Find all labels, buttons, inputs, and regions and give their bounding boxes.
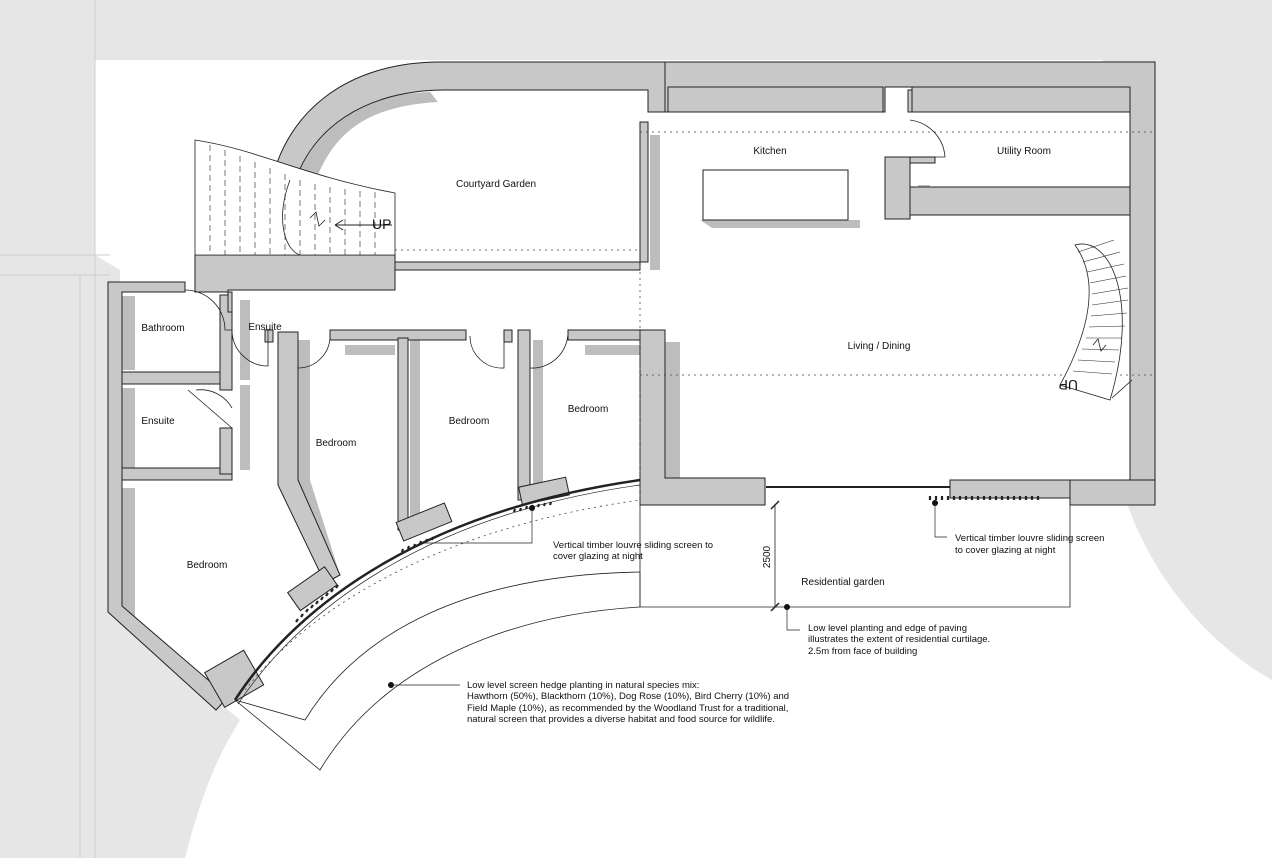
room-ensuite-2: Ensuite [141,416,175,427]
room-living-dining: Living / Dining [848,341,911,352]
note-hedge-line-2: Hawthorn (50%), Blackthorn (10%), Dog Ro… [467,691,789,702]
room-utility: Utility Room [997,146,1051,157]
dotted-lines [244,122,1155,691]
note-louvre-left-line-1: Vertical timber louvre sliding screen to [553,540,713,551]
note-louvre-right-line-2: to cover glazing at night [955,545,1056,556]
glazing [233,478,950,705]
room-bedroom-3: Bedroom [568,404,609,415]
stair-up-label-left: UP [372,216,391,232]
room-kitchen: Kitchen [753,146,786,157]
room-ensuite-1: Ensuite [248,322,282,333]
dimension-2500: 2500 [762,500,780,612]
louvres [295,496,1040,623]
stair-left [194,139,396,256]
note-hedge-line-1: Low level screen hedge planting in natur… [467,680,699,691]
doors [184,119,946,429]
note-curtilage-line-1: Low level planting and edge of paving [808,623,967,634]
note-curtilage-line-2: illustrates the extent of residential cu… [808,634,990,645]
note-curtilage-line-3: 2.5m from face of building [808,646,917,657]
note-hedge-line-3: Field Maple (10%), as recommended by the… [467,703,788,714]
note-hedge: Low level screen hedge planting in natur… [467,680,789,725]
dimension-label: 2500 [762,545,773,568]
note-louvre-right: Vertical timber louvre sliding screen to… [955,533,1104,556]
room-labels: Courtyard Garden Kitchen Utility Room Li… [141,146,1051,588]
room-residential-garden: Residential garden [801,577,884,588]
note-louvre-left-line-2: cover glazing at night [553,551,643,562]
stair-right [1059,239,1133,401]
room-bedroom-4: Bedroom [187,560,228,571]
garden-edges [234,505,1071,771]
note-curtilage: Low level planting and edge of paving il… [808,623,990,657]
walls [107,61,1156,711]
leaders [388,500,947,688]
room-courtyard-garden: Courtyard Garden [456,179,536,190]
note-louvre-left: Vertical timber louvre sliding screen to… [553,540,713,562]
room-bedroom-2: Bedroom [449,416,490,427]
note-hedge-line-4: natural screen that provides a diverse h… [467,714,775,725]
room-bathroom: Bathroom [141,323,184,334]
stair-up-label-right: UP [1059,377,1078,393]
room-bedroom-1: Bedroom [316,438,357,449]
note-louvre-right-line-1: Vertical timber louvre sliding screen [955,533,1104,544]
